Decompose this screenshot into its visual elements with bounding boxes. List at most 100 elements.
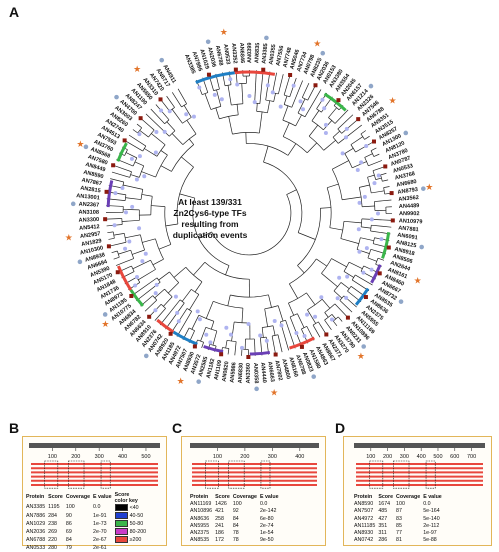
outer-badge <box>159 58 164 63</box>
duplication-dot <box>358 201 362 205</box>
color-key-swatch <box>115 520 128 527</box>
color-key-swatch <box>115 512 128 519</box>
duplication-dot <box>258 333 262 337</box>
outer-badge <box>361 344 366 349</box>
outer-badge <box>71 202 76 207</box>
table-cell-evalue: 0.0 <box>260 501 282 508</box>
duplication-dot <box>301 107 305 111</box>
star-icon: ★ <box>388 95 396 105</box>
domain-marker <box>107 244 111 248</box>
table-cell-evalue: 2e-70 <box>93 528 115 536</box>
domain-marker <box>123 138 127 142</box>
duplication-dot <box>153 308 157 312</box>
duplication-dot <box>344 135 348 139</box>
tree-leaf-label: AN0358 <box>252 363 259 384</box>
clade-highlight-arc <box>383 232 389 258</box>
duplication-dot <box>322 106 326 110</box>
star-icon: ★ <box>101 319 109 329</box>
domain-marker <box>111 163 115 167</box>
table-cell-coverage: 87 <box>396 508 423 515</box>
caption-line-1: At least 139/331 <box>150 197 270 208</box>
ruler-tick-label: 200 <box>383 454 392 460</box>
ruler-tick-label: 300 <box>95 454 104 460</box>
tree-leaf-label: AN6846 <box>238 43 245 64</box>
table-cell-score: 427 <box>378 516 396 523</box>
duplication-dot <box>292 84 296 88</box>
star-icon: ★ <box>65 232 73 242</box>
duplication-dot <box>135 178 139 182</box>
table-cell-score: 186 <box>215 530 233 537</box>
duplication-dot <box>313 315 317 319</box>
table-cell-coverage: 100 <box>233 501 260 508</box>
col-header: Coverage <box>66 492 93 504</box>
domain-marker <box>288 73 292 77</box>
domain-marker <box>207 73 211 77</box>
outer-badge <box>254 387 259 392</box>
outer-badge <box>419 245 424 250</box>
table-cell-coverage: 90 <box>66 512 93 520</box>
duplication-dot <box>220 97 224 101</box>
duplication-dot <box>320 98 324 102</box>
table-cell-protein: AN8930 <box>354 530 378 537</box>
duplication-dot <box>247 322 251 326</box>
outer-badge <box>399 299 404 304</box>
domain-marker <box>105 190 109 194</box>
outer-badge <box>403 131 408 136</box>
table-cell-evalue: 1e-91 <box>93 512 115 520</box>
duplication-dot <box>123 247 127 251</box>
table-cell-coverage: 84 <box>66 536 93 544</box>
col-header: Score <box>48 492 66 504</box>
color-key-label: <40 <box>130 505 139 511</box>
domain-marker <box>159 97 163 101</box>
ruler-tick-label: 700 <box>467 454 476 460</box>
outer-badge <box>114 95 119 100</box>
color-key-label: 80-200 <box>130 529 147 535</box>
col-header: Protein <box>190 494 215 501</box>
blast-table-b: Protein Score Coverage E value Score col… <box>26 492 149 552</box>
duplication-dot <box>324 131 328 135</box>
panel-label-d: D <box>335 420 345 436</box>
ruler-tick-label: 300 <box>400 454 409 460</box>
table-cell-protein: AN3385 <box>26 504 48 512</box>
color-key-swatch <box>115 504 128 511</box>
table-cell-coverage: 69 <box>66 528 93 536</box>
duplication-dot <box>361 271 365 275</box>
caption-line-4: duplication events <box>150 230 270 241</box>
duplication-dot <box>159 109 163 113</box>
color-key-swatch <box>115 528 128 535</box>
table-cell-protein: AN11185 <box>354 523 378 530</box>
duplication-dot <box>198 317 202 321</box>
duplication-dot <box>135 275 139 279</box>
duplication-dot <box>113 191 117 195</box>
duplication-dot <box>363 195 367 199</box>
table-cell-coverage: 79 <box>66 545 93 552</box>
query-ruler-bar <box>29 443 160 448</box>
ruler-tick-label: 500 <box>141 454 150 460</box>
table-cell-coverage: 86 <box>66 520 93 528</box>
table-cell-evalue: 2e-61 <box>93 545 115 552</box>
duplication-dot <box>345 127 349 131</box>
duplication-dot <box>370 217 374 221</box>
duplication-dot <box>299 99 303 103</box>
table-cell-score: 1674 <box>378 501 396 508</box>
duplication-dot <box>337 276 341 280</box>
table-cell-evalue: 2e-142 <box>260 508 282 515</box>
color-key-label: 40-50 <box>130 513 144 519</box>
duplication-dot <box>133 283 137 287</box>
table-cell-protein: AN7886 <box>26 512 48 520</box>
duplication-dot <box>144 252 148 256</box>
table-cell-evalue: 5e-88 <box>423 537 445 544</box>
score-color-key: ≥200 <box>115 536 150 544</box>
duplication-dot <box>155 283 159 287</box>
clade-highlight-arc <box>118 266 130 290</box>
